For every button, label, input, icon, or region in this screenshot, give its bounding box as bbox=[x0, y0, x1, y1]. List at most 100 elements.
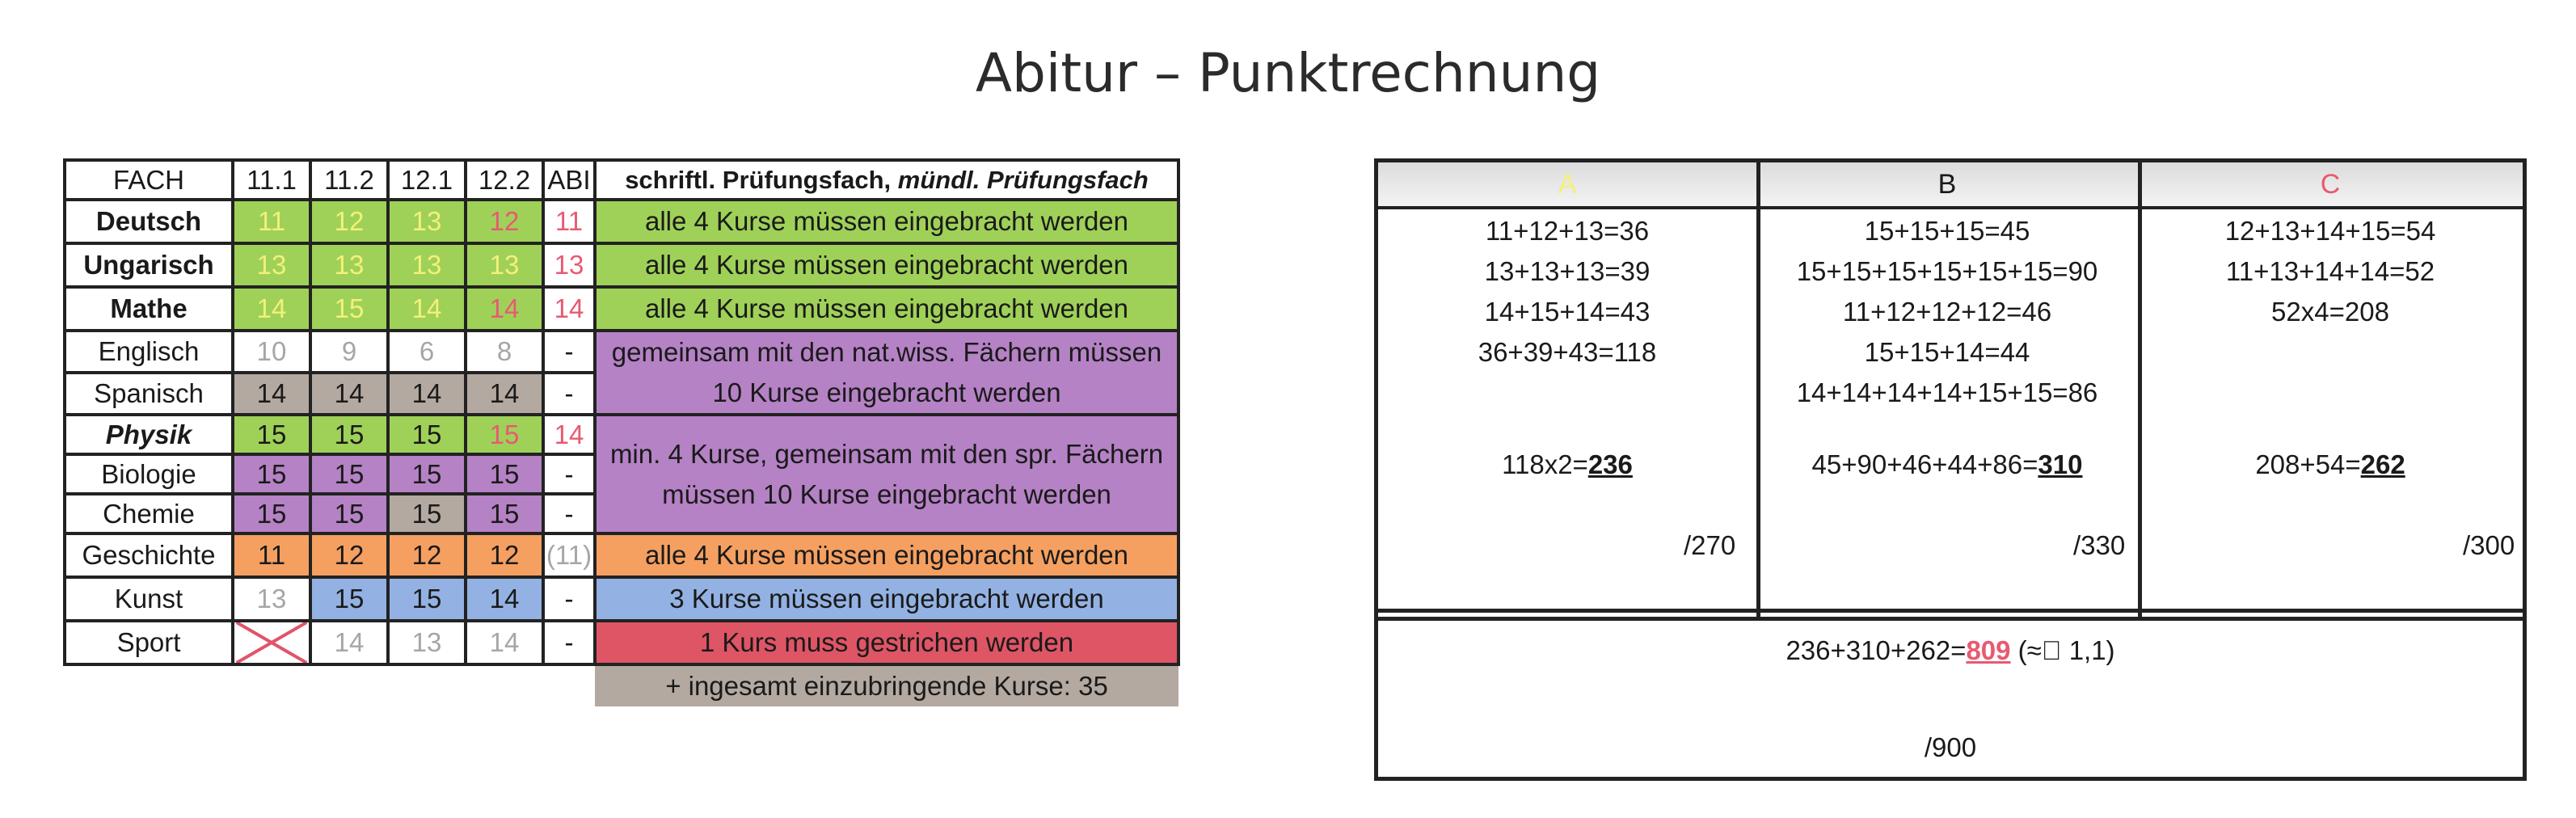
grade-cell: 14 bbox=[464, 619, 545, 666]
grade-cell: 12 bbox=[464, 532, 545, 579]
column-c-max: /300 bbox=[2463, 530, 2515, 560]
grade-cell: 15 bbox=[386, 576, 467, 622]
grade-cell: 15 bbox=[386, 413, 467, 456]
subject-name: Chemie bbox=[63, 492, 234, 535]
grade-cell: 14 bbox=[231, 371, 312, 416]
column-divider bbox=[2138, 162, 2142, 619]
grade-cell: 15 bbox=[386, 453, 467, 495]
abi-cell: (11) bbox=[542, 532, 597, 579]
total-row: + ingesamt einzubringende Kurse: 35 bbox=[65, 664, 1178, 706]
header-note-bold: schriftl. Prüfungsfach, bbox=[625, 165, 898, 194]
header-12-2: 12.2 bbox=[464, 158, 545, 201]
abi-cell: - bbox=[542, 329, 597, 374]
row-divider bbox=[1378, 609, 2523, 613]
grade-cell: 15 bbox=[309, 576, 390, 622]
column-header-b: B bbox=[1756, 162, 2138, 209]
grade-cell: 15 bbox=[386, 492, 467, 535]
grade-cell: 14 bbox=[464, 371, 545, 416]
note-core-2: alle 4 Kurse müssen eingebracht werden bbox=[593, 242, 1180, 289]
calc-line: 52x4=208 bbox=[2271, 297, 2389, 327]
grade-cell: 13 bbox=[464, 242, 545, 289]
calculation-table: A B C 11+12+13=36 13+13+13=39 14+15+14=4… bbox=[1374, 158, 2527, 781]
calc-line: 13+13+13=39 bbox=[1484, 256, 1651, 286]
abi-cell: - bbox=[542, 576, 597, 622]
total-prefix: 236+310+262= bbox=[1785, 635, 1967, 665]
subject-name: Spanisch bbox=[63, 371, 234, 416]
struck-grade-cell bbox=[231, 619, 312, 666]
calc-line: 15+15+15+15+15+15=90 bbox=[1796, 256, 2098, 286]
column-c-result: 208+54=262 bbox=[2138, 449, 2523, 480]
abi-cell: 14 bbox=[542, 413, 597, 456]
header-note: schriftl. Prüfungsfach, mündl. Prüfungsf… bbox=[593, 158, 1180, 201]
subject-name: Sport bbox=[63, 619, 234, 666]
grade-cell: 13 bbox=[309, 242, 390, 289]
grade-cell: 14 bbox=[309, 619, 390, 666]
note-total: + ingesamt einzubringende Kurse: 35 bbox=[595, 664, 1178, 706]
page-title: Abitur – Punktrechnung bbox=[975, 42, 1601, 104]
subject-name: Geschichte bbox=[63, 532, 234, 579]
column-c-lines: 12+13+14+15=54 11+13+14+14=52 52x4=208 bbox=[2138, 211, 2523, 332]
column-header-b-label: B bbox=[1937, 169, 1957, 200]
result-value: 236 bbox=[1587, 449, 1633, 479]
table-row: Englisch 10 9 6 8 - gemeinsam mit den na… bbox=[63, 329, 1180, 416]
result-prefix: 208+54= bbox=[2255, 449, 2361, 479]
table-row: Geschichte 11 12 12 12 (11) alle 4 Kurse… bbox=[63, 532, 1180, 579]
abi-cell: - bbox=[542, 492, 597, 535]
abi-cell: 13 bbox=[542, 242, 597, 289]
subject-name: Physik bbox=[63, 413, 234, 456]
grade-cell: 15 bbox=[309, 285, 390, 332]
grade-cell: 12 bbox=[309, 198, 390, 245]
grade-cell: 14 bbox=[231, 285, 312, 332]
grade-cell: 10 bbox=[231, 329, 312, 374]
table-row: Biologie 15 15 15 15 - bbox=[63, 453, 1178, 495]
table-row: Sport 14 13 14 - 1 Kurs muss gestrichen … bbox=[63, 619, 1180, 666]
column-header-a-label: A bbox=[1558, 169, 1577, 200]
grade-cell: 11 bbox=[231, 198, 312, 245]
subject-name: Deutsch bbox=[63, 198, 234, 245]
subject-name: Biologie bbox=[63, 453, 234, 495]
grade-cell: 14 bbox=[464, 285, 545, 332]
grade-cell: 9 bbox=[309, 329, 390, 374]
grade-cell: 14 bbox=[309, 371, 390, 416]
table-row: Spanisch 14 14 14 14 - bbox=[63, 371, 1178, 416]
table-row: Kunst 13 15 15 14 - 3 Kurse müssen einge… bbox=[63, 576, 1180, 622]
spacer bbox=[65, 664, 595, 706]
subject-name: Ungarisch bbox=[63, 242, 234, 289]
column-header-a: A bbox=[1378, 162, 1756, 209]
calc-line: 15+15+14=44 bbox=[1864, 337, 2030, 367]
grade-cell: 13 bbox=[386, 242, 467, 289]
grade-cell: 8 bbox=[464, 329, 545, 374]
abi-cell: - bbox=[542, 453, 597, 495]
subject-name: Kunst bbox=[63, 576, 234, 622]
subject-name: Englisch bbox=[63, 329, 234, 374]
note-core-3: alle 4 Kurse müssen eingebracht werden bbox=[593, 285, 1180, 332]
result-prefix: 118x2= bbox=[1502, 449, 1588, 479]
grade-cell: 14 bbox=[464, 576, 545, 622]
header-11-1: 11.1 bbox=[231, 158, 312, 201]
header-fach: FACH bbox=[63, 158, 234, 201]
header-11-2: 11.2 bbox=[309, 158, 390, 201]
result-value: 310 bbox=[2038, 449, 2083, 479]
grade-cell: 15 bbox=[464, 453, 545, 495]
column-a-max: /270 bbox=[1684, 530, 1736, 560]
column-a-result: 118x2=236 bbox=[1378, 449, 1756, 480]
result-prefix: 45+90+46+44+86= bbox=[1811, 449, 2038, 479]
column-b-lines: 15+15+15=45 15+15+15+15+15+15=90 11+12+1… bbox=[1756, 211, 2138, 413]
grade-cell: 13 bbox=[231, 242, 312, 289]
abi-cell: - bbox=[542, 371, 597, 416]
calc-line: 11+13+14+14=52 bbox=[2225, 256, 2435, 286]
total-calculation: 236+310+262=809 (≈⃠ 1,1) bbox=[1378, 635, 2523, 666]
calc-line: 11+12+13=36 bbox=[1485, 216, 1650, 246]
table-row: Physik 15 15 15 15 14 min. 4 Kurse, geme… bbox=[63, 413, 1180, 535]
grade-cell: 12 bbox=[386, 532, 467, 579]
abi-cell: 11 bbox=[542, 198, 597, 245]
grade-cell: 14 bbox=[386, 371, 467, 416]
calc-line: 15+15+15=45 bbox=[1864, 216, 2030, 246]
calc-line: 12+13+14+15=54 bbox=[2224, 216, 2436, 246]
result-value: 262 bbox=[2360, 449, 2405, 479]
header-12-1: 12.1 bbox=[386, 158, 467, 201]
abi-cell: - bbox=[542, 619, 597, 666]
note-core-1: alle 4 Kurse müssen eingebracht werden bbox=[593, 198, 1180, 245]
grade-cell: 12 bbox=[464, 198, 545, 245]
grade-cell: 15 bbox=[309, 453, 390, 495]
